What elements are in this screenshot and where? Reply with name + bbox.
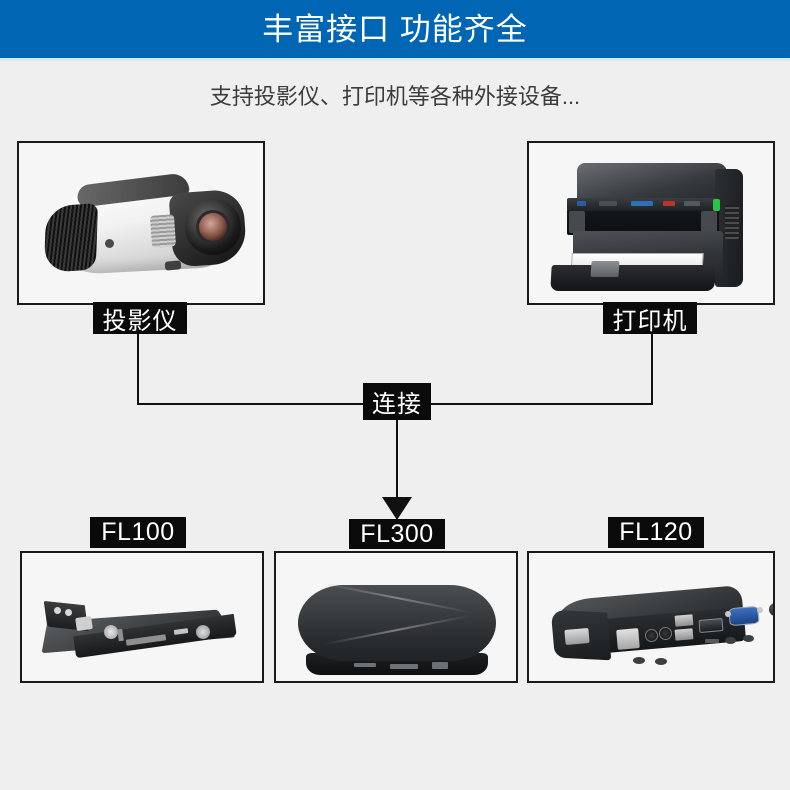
fl120-label-text: FL120	[619, 518, 693, 546]
printer-panel-button-5	[684, 201, 700, 206]
printer-right-slot-shape	[701, 211, 717, 233]
fl120-label-tag: FL120	[608, 517, 704, 548]
fl300-illustration	[276, 553, 516, 681]
printer-paper-tray-shape	[550, 265, 716, 291]
page-title: 丰富接口 功能齐全	[262, 11, 528, 47]
fl300-port-2	[390, 664, 418, 669]
connection-label-tag: 连接	[363, 383, 431, 420]
fl120-port-label	[705, 639, 719, 643]
fl120-power-jack	[769, 603, 773, 616]
connection-label-text: 连接	[372, 391, 422, 418]
fl120-foot-3	[725, 637, 736, 644]
fl120-illustration	[529, 553, 773, 681]
header-banner: 丰富接口 功能齐全	[0, 0, 790, 58]
projector-label-text: 投影仪	[102, 307, 178, 335]
fl100-label-text: FL100	[101, 518, 175, 546]
subtitle-text: 支持投影仪、打印机等各种外接设备...	[209, 84, 581, 109]
fl120-foot-2	[655, 658, 667, 665]
fl100-audio-port-1	[54, 607, 61, 614]
printer-illustration	[529, 143, 773, 303]
fl120-audio-jack-1	[645, 629, 658, 642]
header-underline-divider	[0, 58, 790, 61]
fl120-audio-jack-2	[659, 627, 672, 640]
fl120-side-usb-port	[564, 627, 590, 646]
fl300-port-3	[432, 662, 448, 669]
projector-image-frame	[17, 141, 265, 305]
fl100-audio-port-2	[65, 609, 72, 616]
printer-side-vent-shape	[725, 205, 739, 239]
printer-panel-button-1	[577, 201, 586, 206]
fl120-usb-port-1	[674, 614, 694, 627]
fl120-ethernet-port	[616, 628, 640, 650]
fl300-port-1	[354, 663, 376, 667]
printer-output-gap-shape	[567, 209, 719, 235]
fl120-hdmi-port	[698, 617, 724, 634]
projector-illustration	[19, 143, 263, 303]
printer-panel-button-2	[599, 201, 617, 206]
fl120-vga-screw-2	[757, 607, 763, 613]
printer-label-text: 打印机	[612, 307, 688, 335]
printer-panel-button-3	[631, 201, 653, 206]
fl100-illustration	[22, 553, 262, 681]
printer-image-frame	[527, 141, 775, 305]
fl100-label-tag: FL100	[90, 517, 186, 548]
printer-status-led	[713, 199, 720, 211]
printer-paper-guide-shape	[590, 261, 620, 277]
fl120-image-frame	[527, 551, 775, 683]
projector-grill-shape	[149, 214, 177, 248]
fl120-foot-4	[743, 635, 754, 642]
projector-foot-shape	[164, 260, 182, 271]
fl300-label-text: FL300	[360, 519, 434, 548]
projector-lens-glass-shape	[199, 213, 227, 241]
fl120-usb-port-2	[674, 628, 694, 641]
fl300-label-tag: FL300	[349, 519, 445, 549]
printer-panel-button-4	[663, 201, 675, 206]
printer-label-tag: 打印机	[603, 302, 697, 335]
projector-drop-line	[137, 333, 139, 404]
projector-sensor-dot-shape	[105, 239, 114, 248]
connection-to-fl300-line	[396, 419, 398, 499]
projector-label-tag: 投影仪	[93, 302, 187, 335]
fl100-image-frame	[20, 551, 264, 683]
fl120-vga-screw-1	[725, 611, 731, 617]
down-arrow-icon	[382, 497, 412, 520]
fl300-image-frame	[274, 551, 518, 683]
printer-drop-line	[651, 333, 653, 404]
projector-vent-shape	[43, 203, 99, 273]
printer-left-slot-shape	[569, 211, 585, 233]
fl120-foot-1	[633, 657, 645, 664]
fl120-vga-port	[728, 605, 760, 627]
fl100-usb-port	[75, 615, 93, 632]
